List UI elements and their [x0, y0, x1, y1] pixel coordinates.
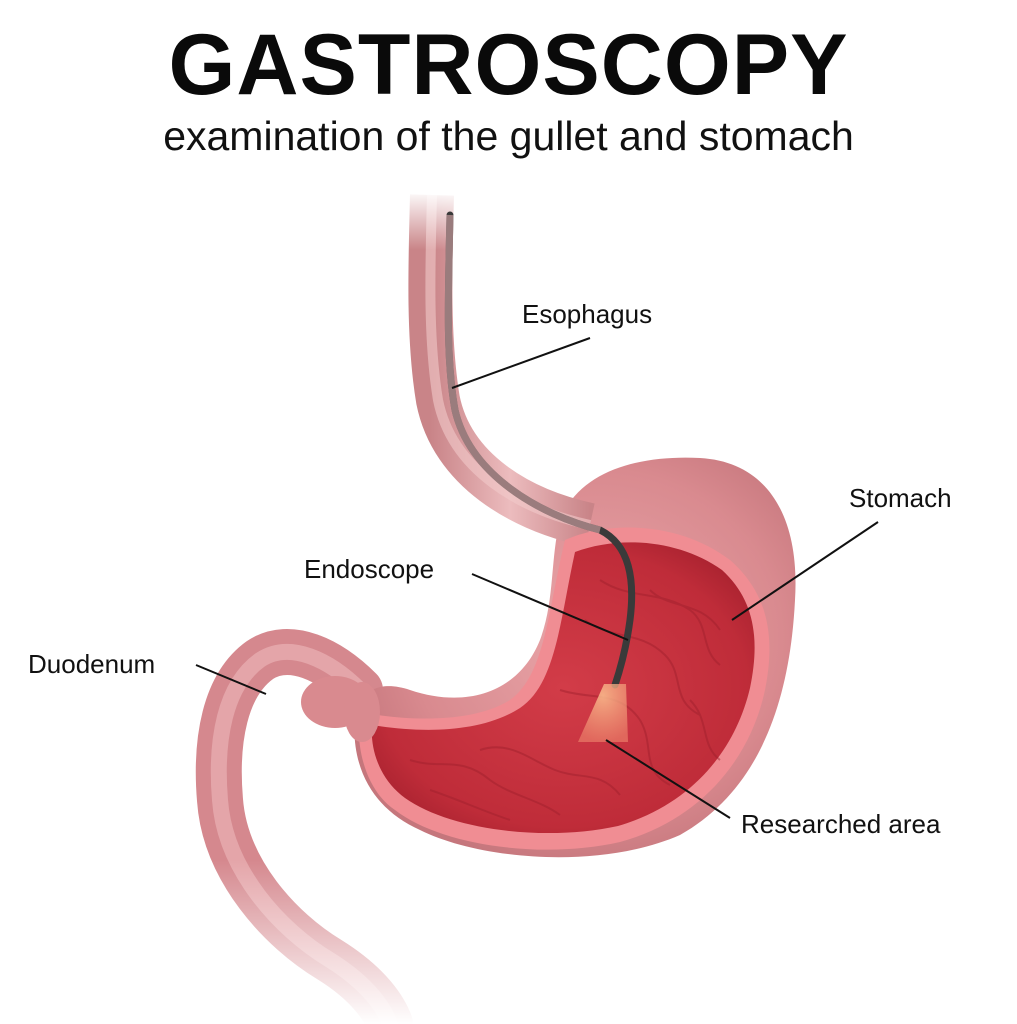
label-esophagus: Esophagus: [522, 299, 653, 329]
stomach-inner-lining: [371, 542, 755, 834]
label-stomach: Stomach: [849, 483, 952, 513]
label-duodenum: Duodenum: [28, 649, 156, 679]
stomach-leader-line: [731, 521, 879, 621]
researched-area-cone: [578, 684, 628, 742]
researched-area-leader-line: [605, 739, 731, 819]
label-researched-area: Researched area: [741, 809, 941, 839]
esophagus-leader-line: [451, 337, 591, 389]
leader-lines: [195, 337, 879, 819]
endoscope-leader-line: [471, 573, 629, 641]
label-endoscope: Endoscope: [304, 554, 435, 584]
pylorus-shape: [344, 682, 380, 742]
duodenum-shape: [190, 629, 430, 1024]
page-title: GASTROSCOPY: [168, 17, 849, 113]
duodenum-leader-line: [195, 664, 267, 695]
page-subtitle: examination of the gullet and stomach: [163, 113, 854, 159]
